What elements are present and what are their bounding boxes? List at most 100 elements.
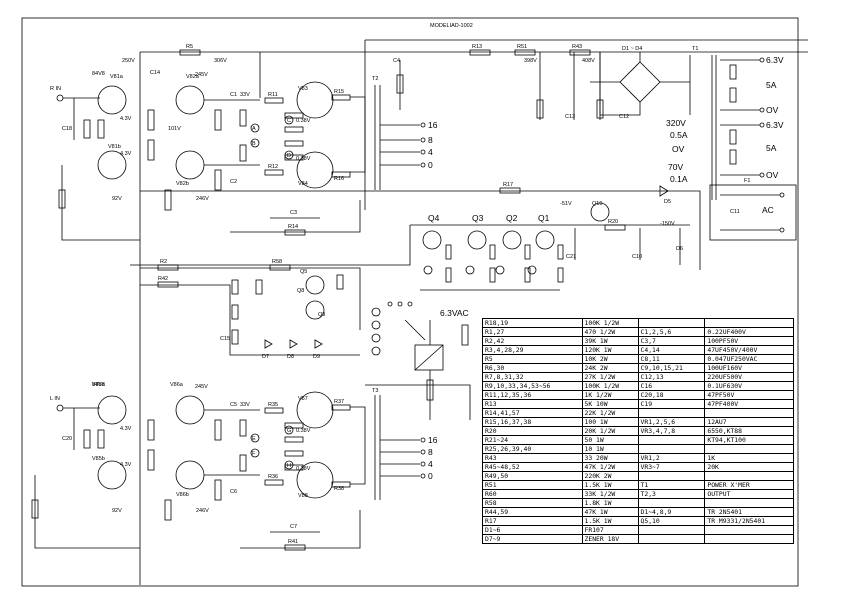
- bom-cell: [637, 534, 706, 544]
- bom-cell: 47UF450V/400V: [704, 345, 794, 355]
- bom-cell: R60: [482, 489, 583, 499]
- r51-resistor: [514, 49, 536, 56]
- bom-cell: R6,30: [482, 363, 583, 373]
- v306-label: 306V: [214, 58, 227, 64]
- d5-label: D5: [664, 199, 671, 205]
- l-circle-g: G: [287, 428, 291, 434]
- bom-cell: VR3,4,7,8: [637, 426, 706, 436]
- fuse-label: F1: [744, 178, 750, 184]
- r42-label: R42: [158, 276, 168, 282]
- u-t2: T2: [372, 76, 378, 82]
- l-r41: R41: [288, 539, 298, 545]
- bom-cell: R45~48,52: [482, 462, 583, 472]
- q1-label: Q1: [538, 213, 550, 223]
- c13-label: C13: [565, 114, 575, 120]
- bom-cell: [704, 408, 794, 418]
- u-245v: 245V: [195, 72, 208, 78]
- l-c6: C6: [230, 489, 237, 495]
- bom-cell: TR 2N5401: [704, 507, 794, 517]
- u-r14: R14: [288, 224, 298, 230]
- bom-cell: 100K 1/2W: [581, 381, 639, 391]
- q9-transistor: [305, 300, 325, 320]
- r5-label: R5: [186, 44, 193, 50]
- q9-label: Q9: [318, 312, 325, 318]
- l-c20: C20: [62, 436, 72, 442]
- d7-label: D7: [262, 354, 269, 360]
- bom-cell: VR3~7: [637, 462, 706, 472]
- q4-transistor: [422, 230, 442, 250]
- bom-cell: 22K 1/2W: [581, 408, 639, 418]
- u-tap-4: 4: [428, 147, 433, 157]
- bom-cell: R44,59: [482, 507, 583, 517]
- bom-cell: 1K: [704, 453, 794, 463]
- q10-label: Q10: [592, 201, 602, 207]
- u-c2: C2: [230, 179, 237, 185]
- l-tap-16: 16: [428, 435, 438, 445]
- v250-label: 250V: [122, 58, 135, 64]
- l-in-label: L IN: [50, 396, 60, 402]
- bom-cell: R3,4,28,29: [482, 345, 583, 355]
- bias-section: R20: [130, 202, 690, 291]
- c15-label: C15: [220, 336, 230, 342]
- u-circle-d: D: [287, 153, 291, 159]
- tap-0v-b: OV: [766, 170, 779, 180]
- bom-cell: C4,14: [637, 345, 706, 355]
- bom-cell: 50 1W: [581, 435, 639, 445]
- bom-cell: 39K 1W: [581, 336, 639, 346]
- bom-cell: POWER X'MER: [704, 480, 794, 490]
- bom-cell: R20: [482, 426, 583, 436]
- bom-cell: 220UF500V: [704, 372, 794, 382]
- tap-6v3-a: 6.3V: [766, 55, 784, 65]
- bom-cell: 47K 1/2W: [581, 462, 639, 472]
- bom-cell: R1,27: [482, 327, 583, 337]
- l-circle-f: F: [252, 451, 256, 457]
- r20-label: R20: [608, 219, 618, 225]
- bom-cell: VR1,2,5,6: [637, 417, 706, 427]
- bom-cell: [637, 435, 706, 445]
- d6-label: D6: [676, 246, 683, 252]
- sec-0v: OV: [672, 144, 685, 154]
- l-92v: 92V: [112, 508, 122, 514]
- u-43v-b: 4.3V: [120, 151, 132, 157]
- bom-cell: 24K 2W: [581, 363, 639, 373]
- u-tap-8: 8: [428, 135, 433, 145]
- bom-cell: TR M9331/2N5401: [704, 516, 794, 526]
- u-101v: 101V: [168, 126, 181, 132]
- bom-cell: C16: [637, 381, 706, 391]
- selector-switch: [371, 301, 469, 420]
- bom-cell: 20K: [704, 462, 794, 472]
- bom-cell: FR107: [581, 525, 639, 535]
- bom-cell: 27K 1/2W: [581, 372, 639, 382]
- u-c18: C18: [62, 126, 72, 132]
- upper-channel: [56, 60, 426, 241]
- r17-resistor: [499, 187, 521, 194]
- v85a-tube: [97, 395, 127, 425]
- bom-cell: T1: [637, 480, 706, 490]
- v82a-label: V82a: [186, 74, 200, 80]
- bom-cell: [704, 525, 794, 535]
- c12-label: C12: [619, 114, 629, 120]
- sec-70v: 70V: [668, 162, 683, 172]
- r17-label: R17: [503, 182, 513, 188]
- bom-cell: R18,19: [482, 318, 583, 328]
- u-c1: C1: [230, 92, 237, 98]
- bom-cell: R21~24: [482, 435, 583, 445]
- sec-01a: 0.1A: [670, 174, 688, 184]
- bom-cell: 100PF50V: [704, 336, 794, 346]
- page-frame: [21, 17, 799, 587]
- l-tap-0: 0: [428, 471, 433, 481]
